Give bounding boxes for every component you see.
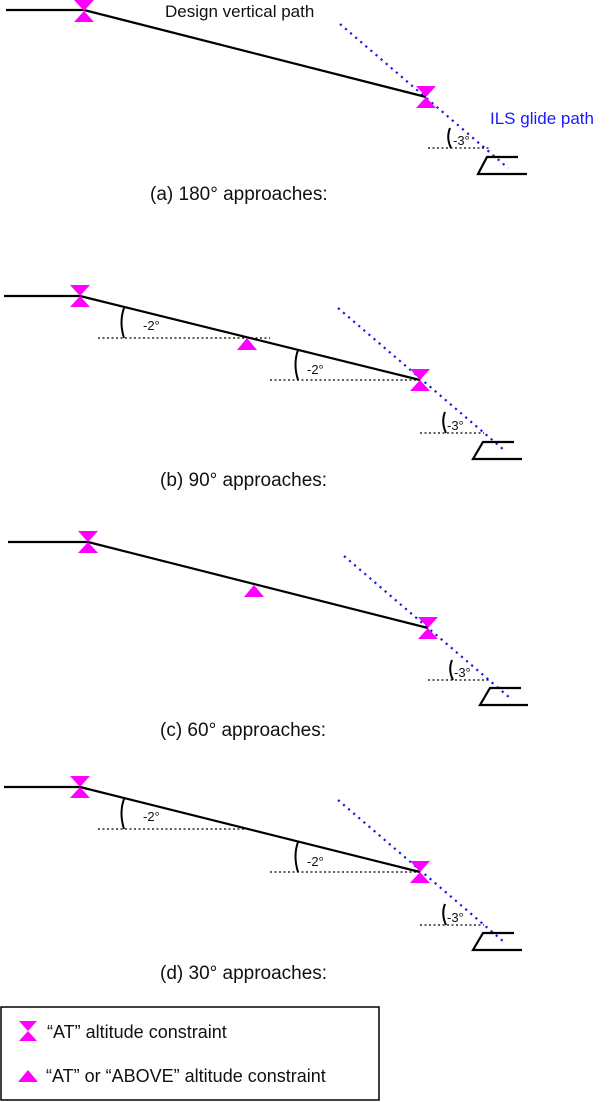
legend-at-constraint-label: “AT” altitude constraint	[47, 1022, 227, 1042]
panel-caption: (c) 60° approaches:	[160, 720, 326, 741]
runway-symbol	[478, 686, 528, 707]
ils-angle-label: -3°	[454, 665, 471, 680]
descent-angle-label: -2°	[307, 854, 324, 869]
legend-box	[0, 1006, 380, 1101]
runway-symbol	[471, 931, 522, 952]
design-vertical-path-label: Design vertical path	[165, 2, 314, 21]
panel-d: -2° -2° -3° (d) 30° approaches:	[4, 776, 522, 984]
design-vertical-path-line	[6, 8, 427, 99]
at-altitude-constraint-marker	[70, 285, 90, 307]
at-altitude-constraint-marker	[418, 617, 438, 639]
ils-glide-path-line	[337, 307, 505, 451]
ils-angle-label: -3°	[447, 910, 464, 925]
at-altitude-constraint-marker	[410, 369, 430, 391]
runway-symbol	[476, 155, 527, 176]
panel-caption: (b) 90° approaches:	[160, 470, 327, 491]
at-altitude-constraint-marker	[78, 531, 98, 553]
ils-angle-arc	[442, 411, 447, 434]
design-vertical-path-line	[8, 540, 429, 630]
ils-angle-label: -3°	[447, 418, 464, 433]
descent-angle-label: -2°	[307, 362, 324, 377]
descent-angle-arc	[294, 841, 299, 873]
descent-angle-arc	[120, 798, 125, 830]
legend-at-or-above-label: “AT” or “ABOVE” altitude constraint	[46, 1066, 326, 1086]
legend-at-or-above-icon	[18, 1070, 38, 1082]
at-altitude-constraint-marker	[70, 776, 90, 798]
ils-glide-path-line	[337, 799, 505, 943]
panel-b: -2° -2° -3° (b) 90° approaches:	[4, 285, 522, 491]
panel-a: -3° Design vertical path ILS glide path …	[6, 0, 594, 205]
at-altitude-constraint-marker	[416, 86, 436, 108]
descent-angle-label: -2°	[143, 809, 160, 824]
at-or-above-constraint-marker	[237, 338, 257, 350]
ils-angle-arc	[447, 127, 452, 149]
ils-angle-label: -3°	[453, 133, 470, 148]
panel-c: -3° (c) 60° approaches:	[8, 531, 528, 741]
descent-angle-arc	[294, 349, 299, 381]
legend-at-constraint-icon	[19, 1021, 37, 1041]
at-altitude-constraint-marker	[74, 0, 94, 22]
ils-glide-path-label: ILS glide path	[490, 109, 594, 128]
panel-caption: (a) 180° approaches:	[150, 184, 328, 205]
descent-angle-arc	[120, 307, 125, 339]
legend: “AT” altitude constraint “AT” or “ABOVE”…	[0, 1006, 380, 1101]
descent-angle-label: -2°	[143, 318, 160, 333]
at-altitude-constraint-marker	[410, 861, 430, 883]
ils-angle-arc	[442, 903, 447, 926]
panel-caption: (d) 30° approaches:	[160, 963, 327, 984]
ils-angle-arc	[449, 659, 454, 681]
runway-symbol	[471, 440, 522, 461]
at-or-above-constraint-marker	[244, 585, 264, 597]
